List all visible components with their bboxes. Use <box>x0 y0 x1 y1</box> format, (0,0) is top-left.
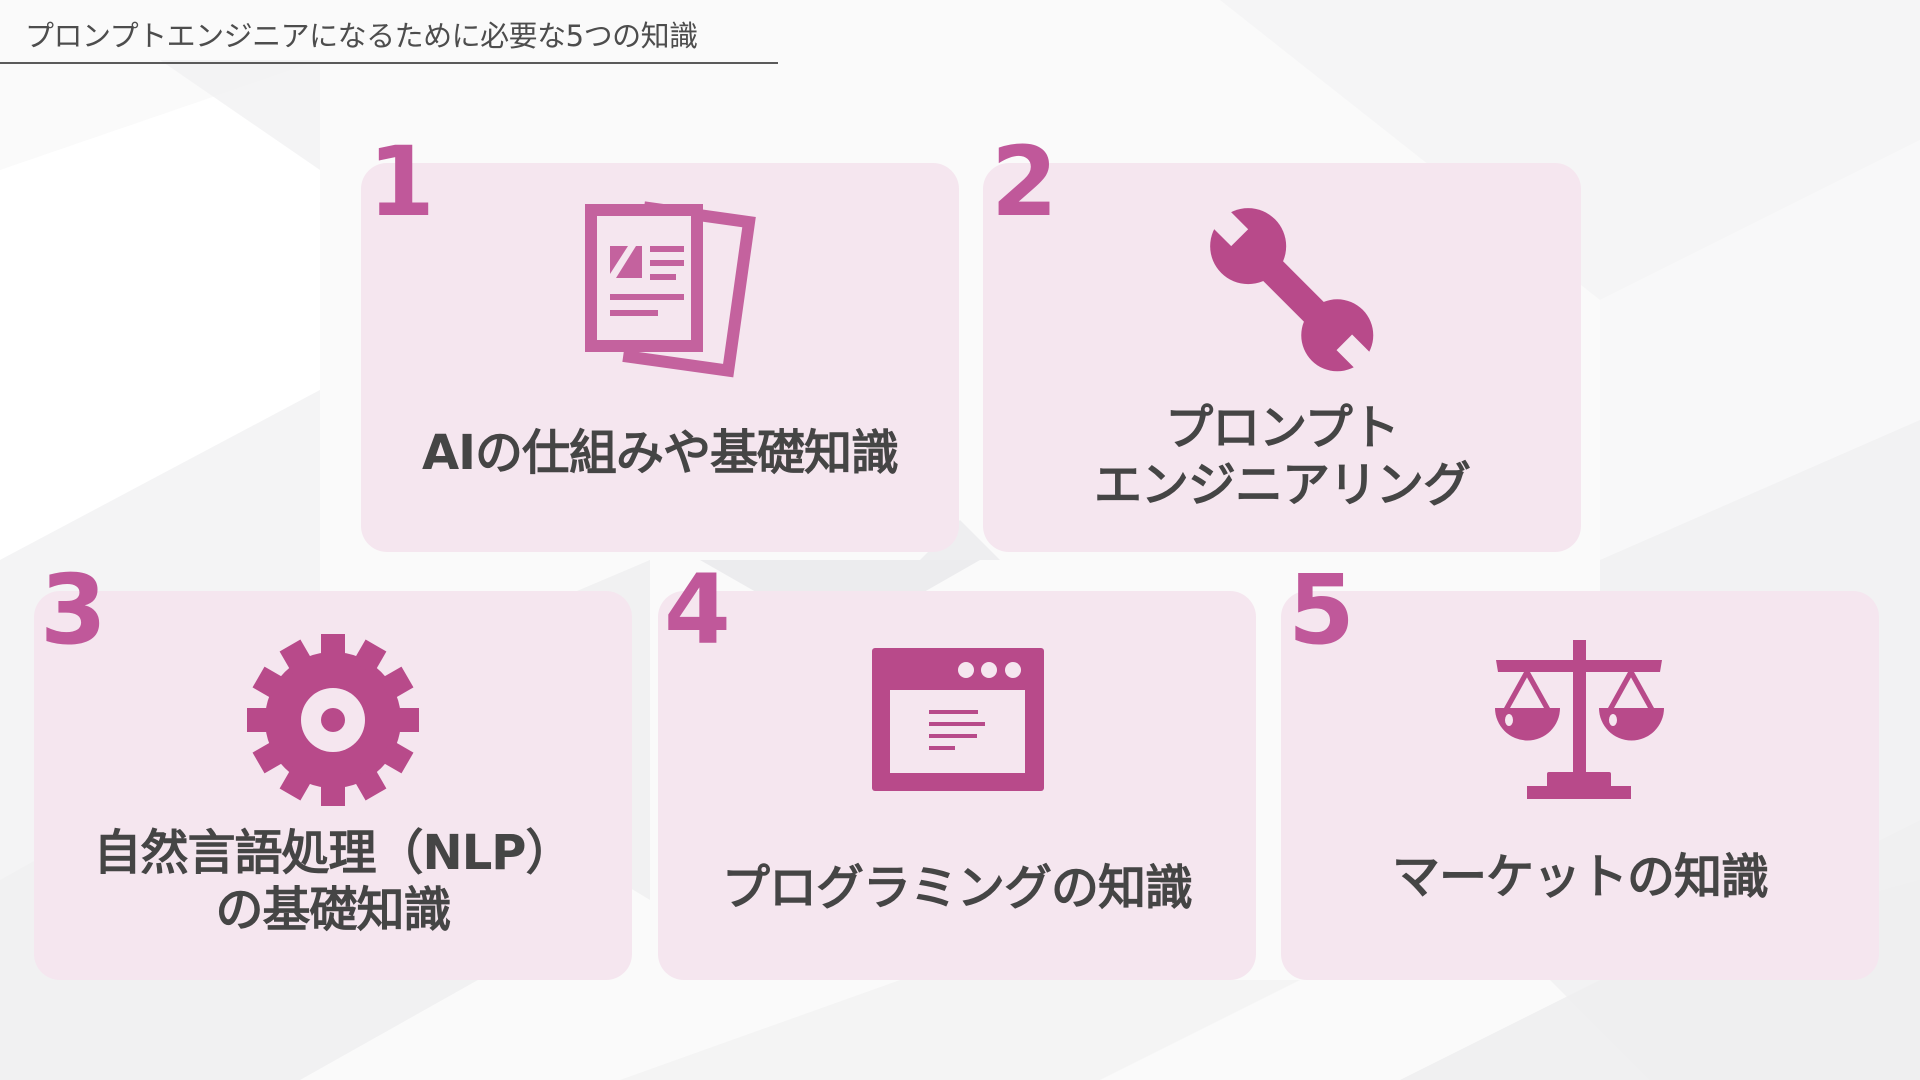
card-prompt-engineering: プロンプト エンジニアリング <box>983 163 1581 552</box>
card-label-line: マーケットの知識 <box>1391 849 1769 905</box>
card-label-line: エンジニアリング <box>1093 457 1471 513</box>
card-label-line: の基礎知識 <box>215 882 451 938</box>
card-label-line: AIの仕組みや基礎知識 <box>421 425 899 481</box>
card-label: AIの仕組みや基礎知識 <box>361 425 959 482</box>
document-icon <box>585 201 756 378</box>
card-label-line: プロンプト <box>1165 400 1400 456</box>
card-label-line: プログラミングの知識 <box>721 860 1193 916</box>
browser-window-icon <box>872 648 1044 791</box>
card-number: 1 <box>368 126 435 238</box>
card-label: マーケットの知識 <box>1281 849 1879 906</box>
card-label: 自然言語処理（NLP） の基礎知識 <box>34 825 632 939</box>
title-underline <box>0 62 778 64</box>
wrench-icon <box>1209 207 1374 372</box>
balance-scale-icon <box>1495 640 1664 799</box>
card-label: プログラミングの知識 <box>658 860 1256 917</box>
card-number: 2 <box>991 126 1058 238</box>
card-number: 3 <box>40 554 107 666</box>
card-number: 5 <box>1288 554 1355 666</box>
card-number: 4 <box>664 554 731 666</box>
card-label-line: 自然言語処理（NLP） <box>93 825 574 881</box>
gear-icon <box>247 634 419 806</box>
slide-title: プロンプトエンジニアになるために必要な5つの知識 <box>25 19 698 53</box>
card-label: プロンプト エンジニアリング <box>983 400 1581 514</box>
